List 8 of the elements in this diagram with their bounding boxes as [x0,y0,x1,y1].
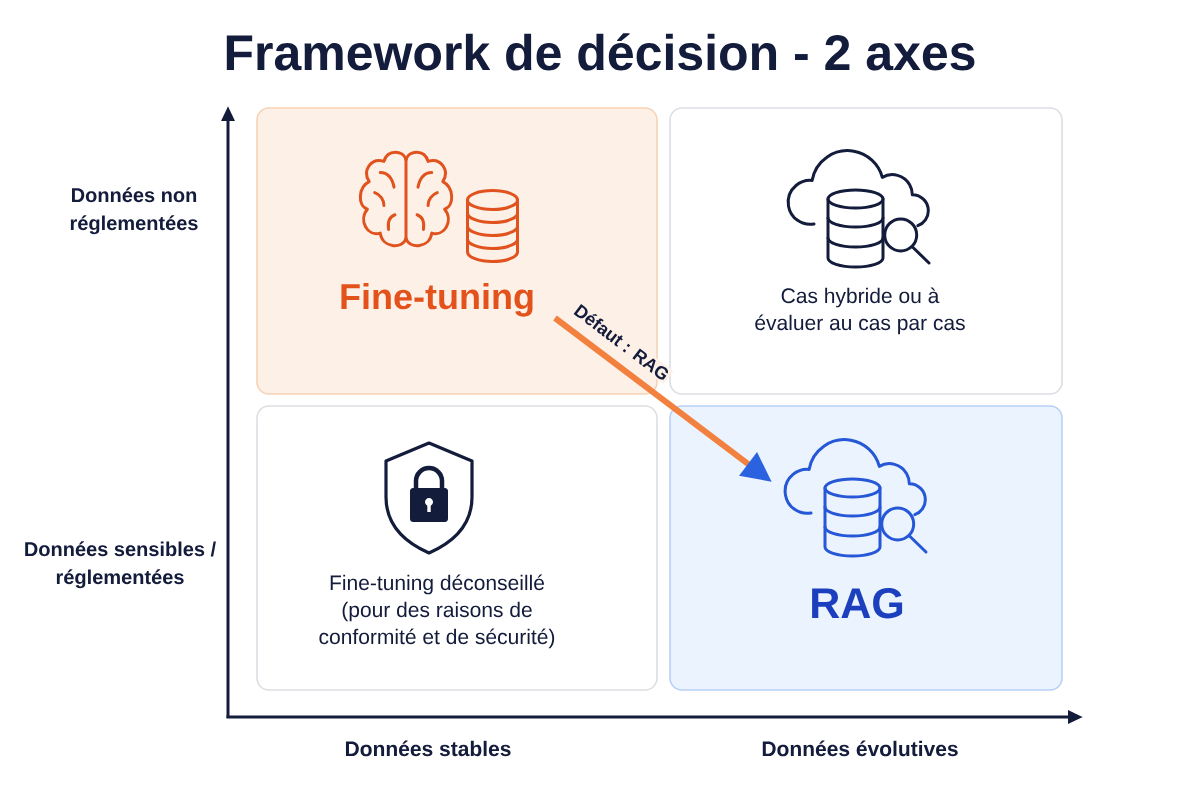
quadrant-box: Cas hybride ou à évaluer au cas par cas [669,107,1063,395]
axis-label: Données non réglementées [70,187,198,235]
axis-label: Données stables [345,740,511,757]
quadrant-box: Fine-tuning déconseillé (pour des raisons de conformité et de sécurité) [256,405,658,691]
axis-label: Données évolutives [762,740,958,757]
axis-label: Données sensibles / réglementées [25,541,216,589]
quadrant-box: RAG [669,405,1063,691]
title: Framework de décision - 2 axes [226,33,975,71]
